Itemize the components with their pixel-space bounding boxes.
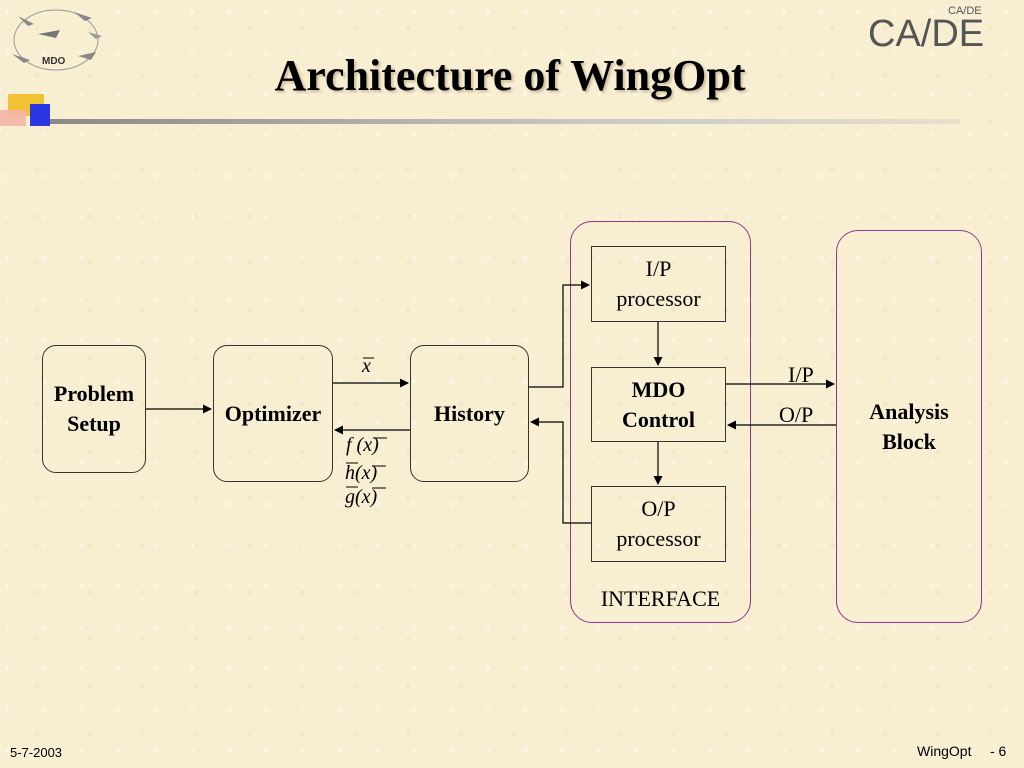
analysis-block-box: Analysis Block bbox=[836, 230, 982, 623]
interface-label: INTERFACE bbox=[600, 586, 721, 611]
history-box: History bbox=[410, 345, 529, 482]
title-rule bbox=[50, 119, 960, 124]
arrow-history-to-ip bbox=[529, 280, 590, 388]
ip-processor-line2: processor bbox=[616, 286, 701, 311]
mdo-logo-text: MDO bbox=[42, 56, 66, 67]
op-processor-line2: processor bbox=[616, 526, 701, 551]
slide-title: Architecture of WingOpt bbox=[274, 51, 746, 100]
op-arrow-label: O/P bbox=[779, 402, 814, 427]
ip-arrow-label: I/P bbox=[788, 362, 814, 387]
analysis-block-line2: Block bbox=[882, 428, 936, 454]
footer-name: WingOpt bbox=[917, 743, 972, 759]
problem-setup-line1: Problem bbox=[53, 381, 135, 406]
optimizer-box: Optimizer bbox=[213, 345, 333, 482]
response-g-label: g(x) bbox=[345, 486, 378, 508]
decor-square-pink bbox=[0, 110, 26, 126]
response-h-label: h(x) bbox=[345, 462, 378, 484]
footer-page-number: - 6 bbox=[990, 743, 1007, 759]
history-label: History bbox=[434, 400, 505, 426]
mdo-control-line2: Control bbox=[622, 406, 695, 432]
problem-setup-line2: Setup bbox=[67, 411, 121, 436]
response-f-label: f (x) bbox=[346, 434, 379, 456]
op-processor-box: O/P processor bbox=[591, 486, 726, 562]
mdo-control-line1: MDO bbox=[631, 376, 686, 402]
design-variable-label: x bbox=[362, 355, 371, 377]
cade-logo: CA/DE CA/DE bbox=[866, 2, 996, 55]
interface-container: INTERFACE bbox=[570, 221, 751, 623]
mdo-logo: MDO bbox=[4, 2, 108, 74]
optimizer-label: Optimizer bbox=[224, 400, 322, 426]
cade-logo-text: CA/DE bbox=[868, 13, 984, 54]
arrow-op-to-history bbox=[530, 417, 591, 524]
ip-processor-line1: I/P bbox=[645, 256, 672, 281]
mdo-control-box: MDO Control bbox=[591, 367, 726, 442]
analysis-block-line1: Analysis bbox=[869, 398, 949, 424]
cade-logo-small-text: CA/DE bbox=[948, 5, 982, 17]
op-processor-line1: O/P bbox=[641, 496, 676, 521]
problem-setup-box: Problem Setup bbox=[42, 345, 146, 473]
footer-date: 5-7-2003 bbox=[10, 745, 63, 760]
decor-square-blue bbox=[30, 104, 50, 126]
ip-processor-box: I/P processor bbox=[591, 246, 726, 322]
